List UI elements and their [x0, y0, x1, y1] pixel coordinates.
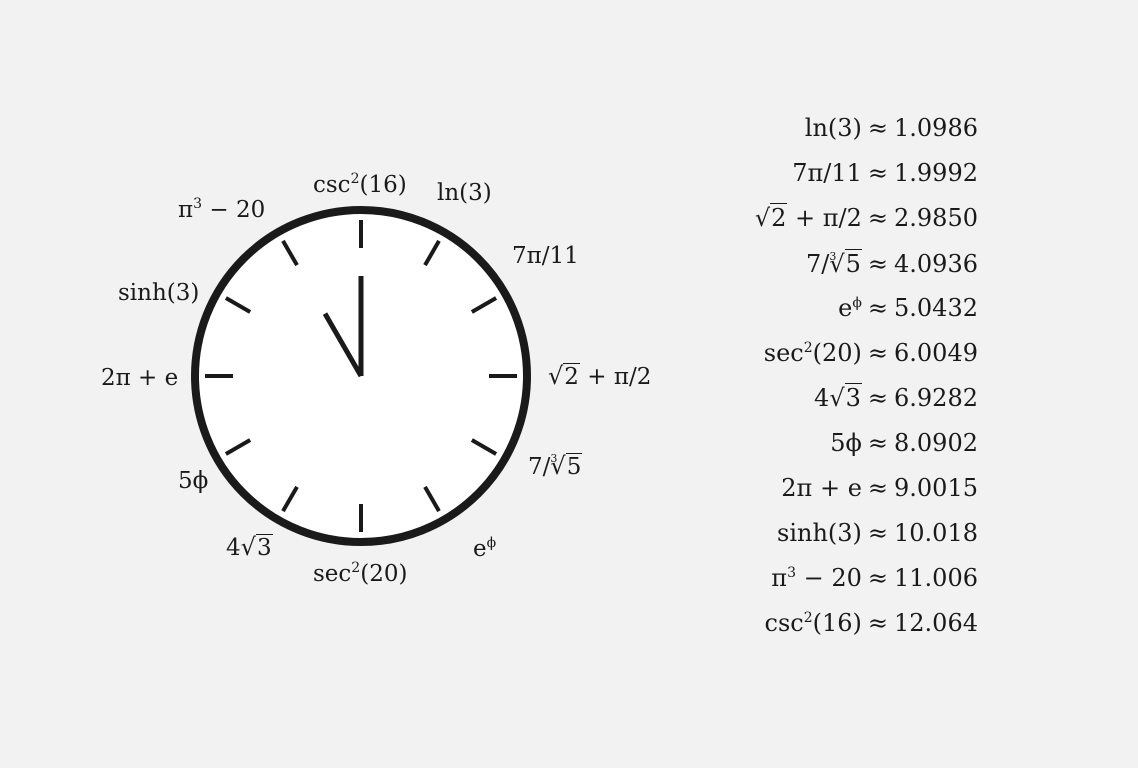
- equation-5: eϕ≈5.0432: [838, 294, 978, 322]
- tick-mark-4: [470, 438, 498, 456]
- equation-9: 2π + e≈9.0015: [781, 474, 978, 502]
- hour-label-2: 7π/11: [512, 243, 579, 269]
- equation-3: √2 + π/2≈2.9850: [754, 203, 978, 232]
- tick-mark-2: [470, 296, 498, 314]
- tick-mark-11: [281, 239, 299, 267]
- equation-11: π3 − 20≈11.006: [771, 564, 978, 592]
- cube-root-5: 3√5: [550, 452, 583, 480]
- hour-label-10: sinh(3): [118, 280, 200, 306]
- equation-4: 7/3√5≈4.0936: [805, 249, 978, 278]
- tick-mark-5: [423, 485, 441, 513]
- sqrt-2: √2: [754, 203, 788, 232]
- equations-list: ln(3)≈1.0986 7π/11≈1.9992 √2 + π/2≈2.985…: [755, 116, 978, 656]
- equation-8: 5ϕ≈8.0902: [830, 429, 978, 457]
- equation-12: csc2(16)≈12.064: [764, 609, 978, 637]
- hour-label-12: csc2(16): [313, 171, 407, 198]
- equation-1: ln(3)≈1.0986: [804, 114, 978, 142]
- equation-7: 4√3≈6.9282: [814, 383, 978, 412]
- equation-10: sinh(3)≈10.018: [777, 519, 978, 547]
- tick-marks: [205, 220, 517, 532]
- hour-label-1: ln(3): [437, 180, 492, 206]
- cube-root-5: 3√5: [829, 249, 862, 278]
- hour-label-6: sec2(20): [313, 560, 408, 587]
- hour-label-9: 2π + e: [101, 365, 179, 391]
- equation-6: sec2(20)≈6.0049: [763, 339, 978, 367]
- sqrt-2: √2: [548, 362, 580, 390]
- hour-label-4: 7/3√5: [528, 452, 583, 480]
- tick-mark-7: [281, 485, 299, 513]
- hour-label-5: eϕ: [473, 535, 497, 562]
- sqrt-3: √3: [829, 383, 862, 412]
- hour-label-7: 4√3: [226, 533, 273, 561]
- hour-label-11: π3 − 20: [178, 196, 266, 223]
- tick-mark-1: [423, 239, 441, 267]
- equation-2: 7π/11≈1.9992: [792, 159, 978, 187]
- sqrt-3: √3: [240, 533, 273, 561]
- hour-hand: [322, 312, 364, 378]
- hour-label-8: 5ϕ: [178, 468, 209, 494]
- tick-mark-8: [224, 438, 252, 456]
- tick-mark-10: [224, 296, 252, 314]
- hour-label-3: √2 + π/2: [548, 362, 652, 390]
